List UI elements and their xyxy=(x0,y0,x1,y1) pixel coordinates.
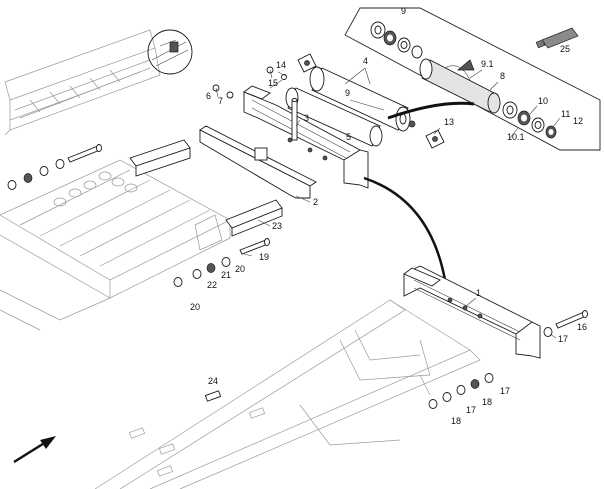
callout-c19: 19 xyxy=(259,252,269,262)
washer-set-left xyxy=(7,159,65,190)
callout-c18b: 18 xyxy=(451,416,461,426)
callout-c4: 4 xyxy=(363,56,368,66)
callout-c9b: 9 xyxy=(345,88,350,98)
small-fasteners-top xyxy=(212,66,287,99)
callout-c17c: 17 xyxy=(466,405,476,415)
plate-13 xyxy=(425,129,445,149)
callout-c20b: 20 xyxy=(190,302,200,312)
grease-tube-25 xyxy=(535,27,579,49)
seal-rings-right xyxy=(502,101,557,139)
callout-c14: 14 xyxy=(276,60,286,70)
callout-c10: 10 xyxy=(538,96,548,106)
bolt-19 xyxy=(239,238,270,255)
callout-c12: 12 xyxy=(573,116,583,126)
detail-magnifier xyxy=(147,29,193,75)
callout-c22: 22 xyxy=(207,280,217,290)
callout-c16: 16 xyxy=(577,322,587,332)
beam-2 xyxy=(199,125,317,199)
callout-c2: 2 xyxy=(313,197,318,207)
bracket-upper xyxy=(243,85,369,189)
roller-kit-box xyxy=(344,7,601,151)
callout-c18a: 18 xyxy=(482,397,492,407)
bracket-1 xyxy=(403,265,541,359)
callout-c6: 6 xyxy=(206,91,211,101)
callout-c24: 24 xyxy=(208,376,218,386)
callout-c1: 1 xyxy=(476,288,481,298)
callout-c13: 13 xyxy=(444,117,454,127)
callout-c17b: 17 xyxy=(500,386,510,396)
callout-c9: 9 xyxy=(401,6,406,16)
direction-arrow-icon xyxy=(13,436,56,464)
bar-23 xyxy=(129,139,283,237)
washers-17-18 xyxy=(428,373,494,409)
ghost-frame xyxy=(94,299,481,489)
callout-c7: 7 xyxy=(218,96,223,106)
pad-24 xyxy=(204,390,222,402)
leader-lines xyxy=(243,67,561,339)
plate-14 xyxy=(297,53,317,73)
callout-c3: 3 xyxy=(304,113,309,123)
belt-curve xyxy=(387,101,475,120)
callout-c17a: 17 xyxy=(558,334,568,344)
callout-c10_1: 10.1 xyxy=(507,132,525,142)
callout-c23: 23 xyxy=(272,221,282,231)
callout-c15: 15 xyxy=(268,78,278,88)
bolt-left xyxy=(7,144,102,190)
callout-c20a: 20 xyxy=(235,264,245,274)
washers-20-21-22 xyxy=(173,257,231,287)
roller-5 xyxy=(285,87,383,147)
seal-rings-left xyxy=(370,21,423,59)
callout-c25: 25 xyxy=(560,44,570,54)
callout-c11: 11 xyxy=(561,109,570,119)
callout-c5: 5 xyxy=(346,132,351,142)
callout-c9_1: 9.1 xyxy=(481,59,494,69)
callout-c8: 8 xyxy=(500,71,505,81)
ghost-conveyor-top xyxy=(4,29,161,136)
guide-curve xyxy=(363,176,447,281)
callout-c21: 21 xyxy=(221,270,231,280)
roller-tube-8 xyxy=(419,58,501,114)
